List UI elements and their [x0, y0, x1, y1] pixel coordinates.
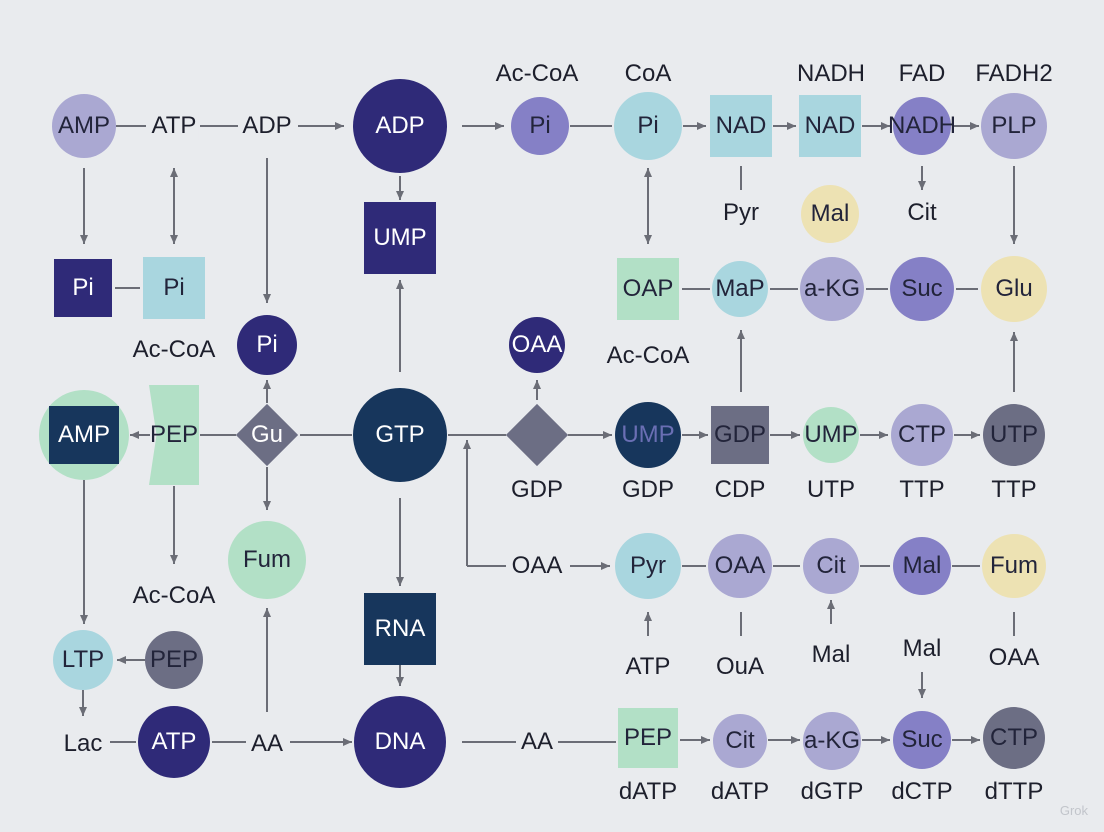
label-oaa-branch: OAA	[509, 552, 565, 580]
node-ump-green: UMP	[803, 407, 859, 463]
node-gu-diamond: Gu	[236, 404, 298, 466]
node-adp-hub: ADP	[353, 79, 447, 173]
node-ump-dark: UMP	[615, 402, 681, 468]
node-akg-mid: a-KG	[800, 257, 864, 321]
node-suc-bottom: Suc	[893, 711, 951, 769]
label-accoa-top: Ac-CoA	[495, 60, 579, 87]
watermark: Grok	[1059, 803, 1088, 818]
node-glu: Glu	[981, 256, 1047, 322]
node-blank-diamond	[506, 404, 568, 466]
node-pep-trap: PEP	[149, 385, 199, 485]
node-gtp-hub: GTP	[353, 388, 447, 482]
node-mal-top: Mal	[801, 185, 859, 243]
node-plp: PLP	[981, 93, 1047, 159]
label-fad: FAD	[898, 60, 946, 87]
label-mal-1: Mal	[811, 641, 851, 668]
node-akg-bottom: a-KG	[803, 712, 861, 770]
label-ttp-2: TTP	[991, 476, 1037, 503]
node-gdp-box: GDP	[711, 406, 769, 464]
node-pyr: Pyr	[615, 533, 681, 599]
node-ctp-bottom: CTP	[983, 707, 1045, 769]
node-nadh: NADH	[888, 97, 956, 155]
label-mal-2: Mal	[902, 635, 942, 662]
node-pi-light-box: Pi	[143, 257, 205, 319]
label-datp-2: dATP	[710, 778, 770, 805]
node-pi-coa: Pi	[614, 92, 682, 160]
label-accoa-low: Ac-CoA	[132, 582, 216, 609]
label-nadh-top: NADH	[796, 60, 866, 87]
node-ltp: LTP	[53, 630, 113, 690]
node-fum-left: Fum	[228, 521, 306, 599]
label-oaa-right: OAA	[988, 644, 1040, 671]
node-fum-right: Fum	[982, 534, 1046, 598]
label-pyr-top: Pyr	[723, 199, 759, 226]
amp-inner-box	[49, 406, 119, 464]
node-oap: OAP	[617, 258, 679, 320]
label-adp-top: ADP	[240, 112, 294, 140]
label-accoa-mid: Ac-CoA	[606, 342, 690, 369]
label-gdp-1: GDP	[510, 476, 564, 503]
node-ump-box: UMP	[364, 202, 436, 274]
label-lac: Lac	[61, 730, 105, 758]
node-amp-mid: AMP	[39, 390, 129, 480]
node-ctp-mid: CTP	[891, 404, 953, 466]
label-datp-1: dATP	[618, 778, 678, 805]
node-pi-dark-box: Pi	[54, 259, 112, 317]
node-pi-top: Pi	[511, 97, 569, 155]
node-rna: RNA	[364, 593, 436, 665]
node-map: MaP	[712, 261, 768, 317]
node-oaa-dark: OAA	[509, 317, 565, 373]
label-cit-top: Cit	[907, 199, 937, 226]
node-suc-mid: Suc	[890, 257, 954, 321]
node-utp: UTP	[983, 404, 1045, 466]
node-pep-box: PEP	[618, 708, 678, 768]
node-pi-mid: Pi	[237, 315, 297, 375]
label-gdp-2: GDP	[621, 476, 675, 503]
label-coa: CoA	[624, 60, 672, 87]
label-accoa-left: Ac-CoA	[132, 336, 216, 363]
label-oua: OuA	[715, 653, 765, 680]
label-fadh2: FADH2	[975, 60, 1053, 87]
node-dna: DNA	[354, 696, 446, 788]
label-dgtp: dGTP	[800, 778, 864, 805]
node-pep-grey: PEP	[145, 631, 203, 689]
node-oaa-light: OAA	[708, 534, 772, 598]
node-atp-bottom: ATP	[138, 706, 210, 778]
node-mal-mid: Mal	[893, 537, 951, 595]
node-cit-bottom: Cit	[713, 714, 767, 768]
label-ttp-1: TTP	[899, 476, 945, 503]
label-cdp: CDP	[714, 476, 766, 503]
label-atp-top: ATP	[149, 112, 199, 140]
node-nad-2: NAD	[799, 95, 861, 157]
label-dttp: dTTP	[984, 778, 1044, 805]
node-amp-top: AMP	[52, 94, 116, 158]
node-cit-mid: Cit	[803, 538, 859, 594]
node-nad-1: NAD	[710, 95, 772, 157]
label-utp: UTP	[807, 476, 855, 503]
label-atp-mid: ATP	[625, 653, 671, 680]
label-aa-1: AA	[248, 730, 286, 758]
label-dctp: dCTP	[891, 778, 953, 805]
label-aa-2: AA	[518, 728, 556, 756]
